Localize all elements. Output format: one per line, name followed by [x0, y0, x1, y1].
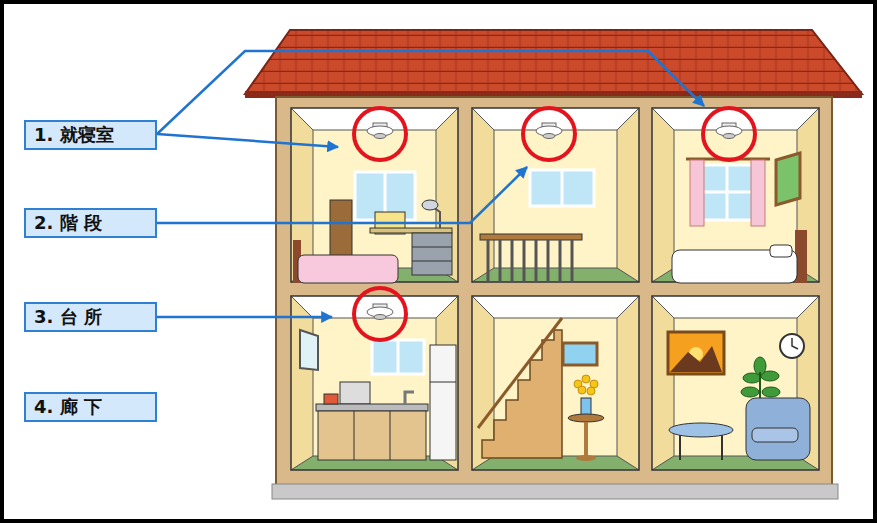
table-leg [679, 433, 681, 460]
counter-top [316, 404, 428, 411]
window [372, 340, 424, 374]
clock-hands [792, 338, 798, 349]
label-text: 3. 台 所 [34, 307, 102, 327]
smoke-detector [536, 123, 562, 139]
bedroom-left [291, 108, 458, 282]
vase [581, 398, 591, 416]
painting [668, 332, 724, 374]
wall-picture [300, 330, 318, 370]
wall-clock [780, 334, 804, 358]
roof [245, 30, 862, 94]
highlight-circle [354, 108, 406, 160]
label-text: 2. 階 段 [34, 213, 102, 233]
table-leg [584, 422, 588, 458]
cabinet-line [390, 411, 391, 460]
living-room [652, 296, 819, 470]
leader-arrow [157, 316, 332, 319]
rail-bars [488, 240, 572, 283]
highlight-circle [703, 108, 755, 160]
highlight-circle [523, 108, 575, 160]
label-text: 4. 廊 下 [34, 397, 102, 417]
leader-arrow [157, 167, 527, 223]
counter [318, 411, 426, 460]
label-box: 2. 階 段 [24, 208, 157, 238]
curtain [690, 160, 704, 226]
lamp-shade [422, 200, 438, 210]
pillow [770, 245, 792, 257]
armchair [746, 398, 810, 460]
wall-picture [776, 153, 800, 205]
house-wall [276, 97, 832, 487]
kitchen [291, 296, 458, 470]
cabinet-line [354, 411, 355, 460]
stair-rail [480, 234, 582, 240]
window [700, 165, 755, 220]
bed [298, 255, 398, 283]
table-base [576, 455, 596, 461]
desk-drawers [412, 233, 452, 275]
stair-hall-lower [472, 296, 639, 470]
staircase [482, 330, 562, 458]
label-box: 3. 台 所 [24, 302, 157, 332]
wall-picture [563, 343, 597, 365]
drawer-line [412, 261, 452, 262]
highlight-circle [354, 288, 406, 340]
drawer-line [412, 247, 452, 248]
window-bar [561, 170, 564, 206]
armchair-seat [752, 428, 798, 442]
table-leg [721, 433, 723, 460]
painted-mountain [670, 346, 722, 372]
leader-arrow [157, 134, 338, 147]
microwave [340, 382, 370, 404]
handrail [478, 318, 562, 428]
leader-arrow [157, 51, 704, 134]
label-box: 1. 就寝室 [24, 120, 157, 150]
side-table [568, 414, 604, 422]
smoke-detector [716, 123, 742, 139]
bedroom-right [652, 108, 819, 282]
bookshelf [330, 200, 352, 262]
curtain [751, 160, 765, 226]
label-text: 1. 就寝室 [34, 125, 114, 145]
smoke-detector [367, 123, 393, 139]
label-box: 4. 廊 下 [24, 392, 157, 422]
refrigerator [430, 345, 456, 460]
desk-top [370, 228, 452, 233]
smoke-detector [367, 304, 393, 320]
window-bar [700, 191, 755, 194]
pot [324, 394, 338, 404]
fridge-door [430, 382, 456, 383]
flowers [574, 375, 598, 395]
round-table [669, 423, 733, 437]
window-bar [397, 340, 400, 374]
faucet [405, 392, 414, 404]
house-base [272, 484, 838, 499]
window [530, 170, 594, 206]
